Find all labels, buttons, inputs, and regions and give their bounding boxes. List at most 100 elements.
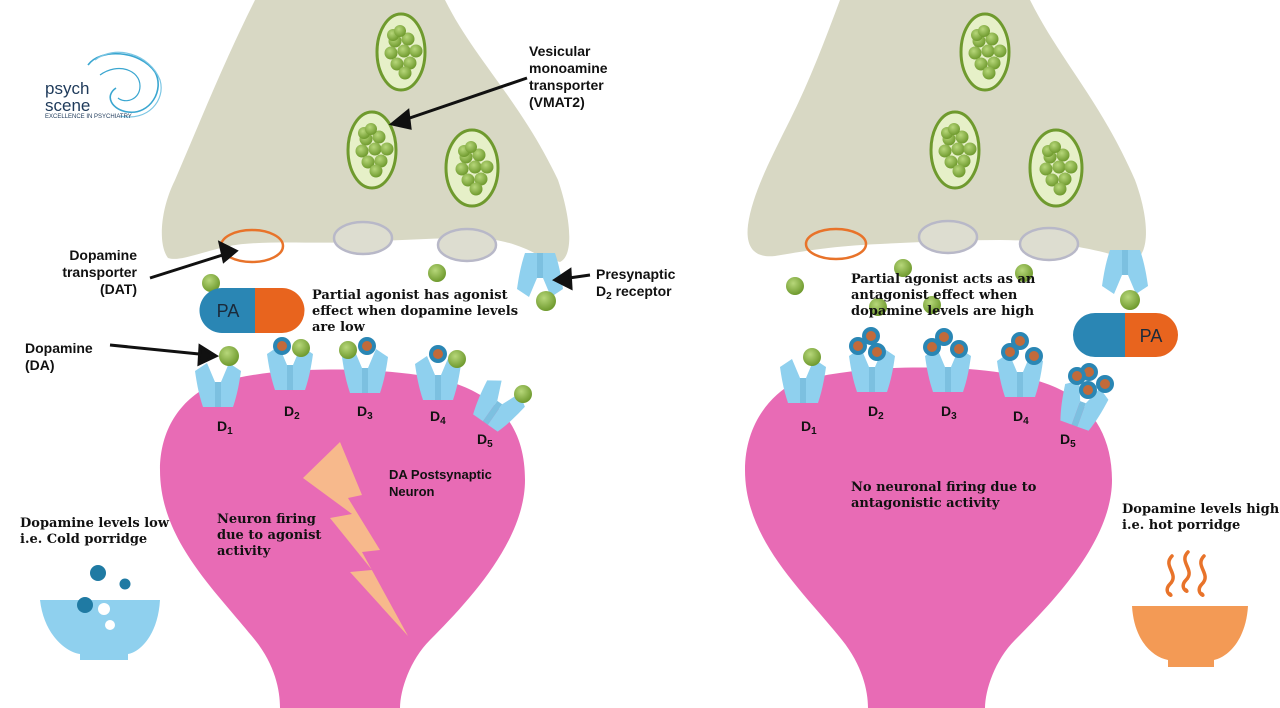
receptor-letter: D [1060, 431, 1071, 447]
partial-agonist-molecule [849, 337, 867, 355]
partial-agonist-molecule [1001, 343, 1019, 361]
annotation-arrows [109, 76, 591, 367]
dopamine-molecule [923, 296, 941, 314]
vesicle [375, 12, 427, 92]
d3-label: D3 [357, 403, 373, 425]
receptor-letter: D [357, 403, 368, 419]
dopamine-transporter [804, 227, 868, 261]
d4-label: D4 [1013, 408, 1029, 430]
cold-porridge-bowl [40, 565, 160, 660]
receptor-letter: D [477, 431, 488, 447]
logo-tagline: EXCELLENCE IN PSYCHIATRY [45, 114, 132, 120]
vesicle [346, 110, 398, 190]
right-firing-text: No neuronal firing due to antagonistic a… [851, 480, 1037, 511]
d3-label: D3 [941, 403, 957, 425]
left-caption: Partial agonist has agonist effect when … [312, 288, 519, 335]
receptor-letter: D [868, 403, 879, 419]
transporter-grey [436, 227, 498, 263]
left-porridge-text: Dopamine levels low i.e. Cold porridge [20, 516, 170, 547]
receptor-sub: 4 [440, 416, 446, 427]
right-caption: Partial agonist acts as an antagonist ef… [851, 272, 1036, 319]
dopamine-molecule [803, 348, 821, 366]
d1-receptor [780, 359, 826, 403]
steam-icon [1165, 550, 1207, 597]
capsule-label: PA [217, 301, 240, 321]
receptor-sub: 2 [878, 411, 884, 422]
dopamine-molecule [894, 259, 912, 277]
receptor-letter: D [217, 418, 228, 434]
dopamine-molecule [1015, 264, 1033, 282]
dopamine-label: Dopamine (DA) [25, 340, 93, 373]
dopamine-molecule [219, 346, 239, 366]
receptor-letter: D [430, 408, 441, 424]
receptor-sub: 4 [1023, 416, 1029, 427]
lightning-bolt [303, 442, 408, 636]
d2-label: D2 [284, 403, 300, 425]
hot-porridge-bowl [1132, 550, 1248, 667]
partial-agonist-molecule [923, 338, 941, 356]
dopamine-molecule [202, 274, 220, 292]
presyn-d: D [596, 283, 607, 299]
d5-label: D5 [1060, 431, 1076, 453]
vesicle [444, 128, 500, 208]
receptor-letter: D [284, 403, 295, 419]
d1-label: D1 [217, 418, 233, 440]
presynaptic-text: Presynaptic [596, 266, 676, 282]
dopamine-molecule [536, 291, 556, 311]
receptor-sub: 5 [487, 439, 493, 450]
partial-agonist-molecule [1096, 375, 1114, 393]
dopamine-molecule [869, 298, 887, 316]
receptor-letter: D [1013, 408, 1024, 424]
dopamine-molecule [428, 264, 446, 282]
d1-receptor [195, 363, 241, 407]
vesicle [959, 12, 1011, 92]
left-firing-text: Neuron firing due to agonist activity [217, 512, 322, 559]
dopamine-molecule [786, 277, 804, 295]
receptor-sub: 1 [811, 426, 817, 437]
partial-agonist-molecule [868, 343, 886, 361]
psych-scene-logo: psych scene EXCELLENCE IN PSYCHIATRY [45, 51, 162, 120]
partial-agonist-molecule [273, 337, 291, 355]
presyn-sub: 2 [606, 291, 612, 302]
vmat2-label: Vesicular monoamine transporter (VMAT2) [529, 43, 608, 110]
dopamine-molecule [292, 339, 310, 357]
dopamine-molecule [514, 385, 532, 403]
logo-text-line2: scene [45, 96, 90, 115]
partial-agonist-capsule: PA [199, 288, 305, 333]
partial-agonist-molecule [1025, 347, 1043, 365]
postsynaptic-neuron [745, 367, 1112, 708]
postsynaptic-neuron [160, 369, 525, 708]
presynaptic-d2-receptor [517, 253, 563, 297]
presyn-end: receptor [611, 283, 672, 299]
receptor-sub: 3 [367, 411, 373, 422]
receptor-letter: D [941, 403, 952, 419]
vesicle [1028, 128, 1084, 208]
dat-label: Dopamine transporter (DAT) [62, 247, 137, 297]
receptor-sub: 2 [294, 411, 300, 422]
left-panel: PA [40, 0, 591, 708]
receptor-sub: 1 [227, 426, 233, 437]
dopamine-molecule [448, 350, 466, 368]
receptor-sub: 3 [951, 411, 957, 422]
right-panel: PA [745, 0, 1248, 708]
receptor-letter: D [801, 418, 812, 434]
transporter-grey [1018, 226, 1080, 262]
d1-label: D1 [801, 418, 817, 440]
d2-label: D2 [868, 403, 884, 425]
logo-text-line1: psych [45, 79, 89, 98]
d5-label: D5 [477, 431, 493, 453]
partial-agonist-capsule: PA [1073, 313, 1178, 357]
vesicle [929, 110, 981, 190]
capsule-label: PA [1140, 326, 1163, 346]
partial-agonist-molecule [429, 345, 447, 363]
right-porridge-text: Dopamine levels high i.e. hot porridge [1122, 502, 1280, 533]
partial-agonist-molecule [950, 340, 968, 358]
partial-agonist-molecule [1079, 381, 1097, 399]
receptor-sub: 5 [1070, 439, 1076, 450]
partial-agonist-molecule [1068, 367, 1086, 385]
dopamine-molecule [1120, 290, 1140, 310]
d4-label: D4 [430, 408, 446, 430]
dopamine-molecule [339, 341, 357, 359]
